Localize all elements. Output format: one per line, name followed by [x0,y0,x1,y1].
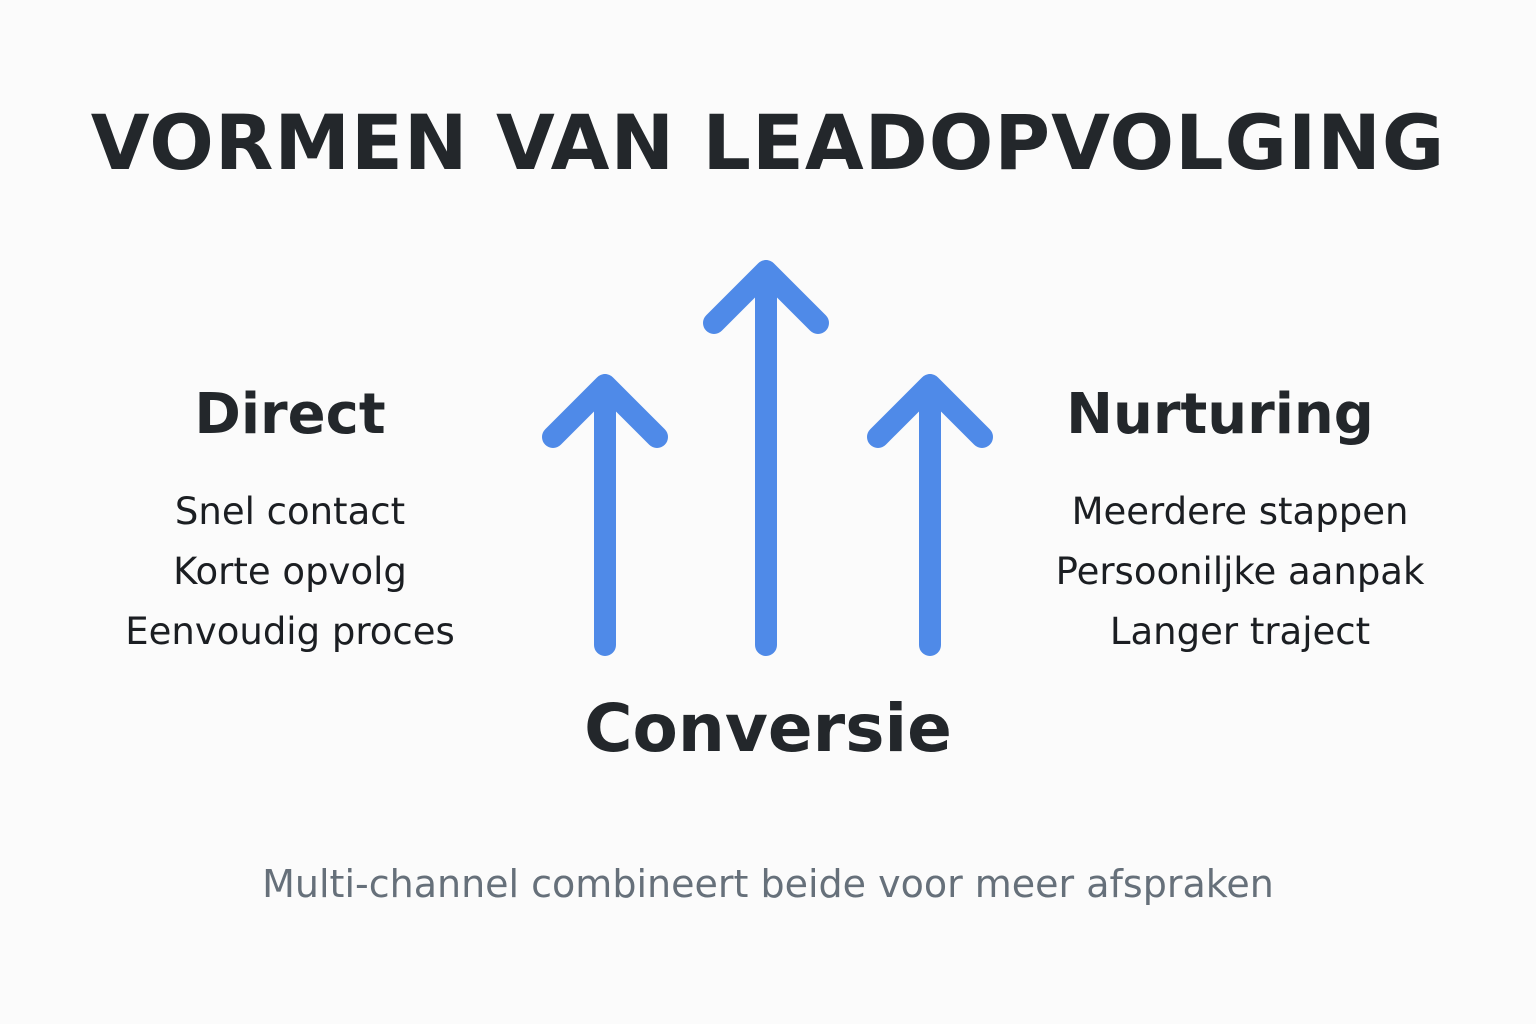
left-arrow-icon [542,374,668,656]
direct-item: Eenvoudig proces [125,610,455,653]
nurturing-item: Meerdere stappen [1071,490,1409,533]
nurturing-heading: Nurturing [1066,382,1374,447]
nurturing-list: Meerdere stappen Persooniljke aanpak Lan… [1020,482,1460,662]
direct-item: Snel contact [174,490,406,533]
center-arrow-icon [703,260,829,656]
nurturing-item: Persooniljke aanpak [1055,550,1425,593]
right-arrow-icon [867,374,993,656]
footer-note: Multi-channel combineert beide voor meer… [262,862,1274,906]
direct-heading: Direct [194,382,386,447]
diagram-title: VORMEN VAN LEADOPVOLGING [90,98,1446,187]
conversion-label: Conversie [584,690,952,767]
nurturing-item: Langer traject [1109,610,1371,653]
direct-list: Snel contact Korte opvolg Eenvoudig proc… [90,482,490,662]
direct-item: Korte opvolg [173,550,407,593]
